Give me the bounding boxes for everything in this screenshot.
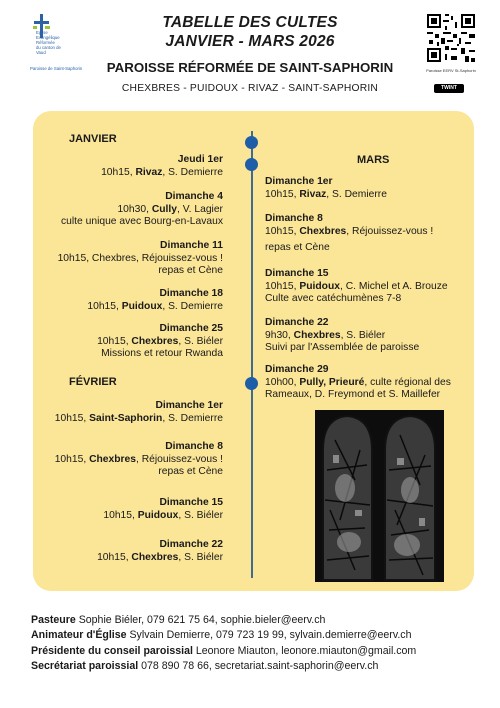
timeline-dot-january	[245, 136, 258, 149]
february-service-3: Dimanche 15 10h15, Puidoux, S. Biéler	[103, 497, 223, 521]
parish-name: PAROISSE RÉFORMÉE DE SAINT-SAPHORIN	[106, 60, 394, 75]
march-service-4: Dimanche 22 9h30, Chexbres, S. Biéler Su…	[265, 317, 420, 353]
eerv-logo: Eglise Evangélique Réformée du canton de…	[24, 14, 84, 74]
contact-animator: Animateur d'Église Sylvain Demierre, 079…	[31, 629, 412, 642]
february-service-2: Dimanche 8 10h15, Chexbres, Réjouissez-v…	[54, 441, 223, 477]
service-day: Dimanche 15	[159, 497, 223, 508]
contact-pastor: Pasteure Sophie Biéler, 079 621 75 64, s…	[31, 614, 326, 626]
february-service-4: Dimanche 22 10h15, Chexbres, S. Biéler	[97, 539, 223, 563]
logo-text: Eglise Evangélique Réformée du canton de…	[36, 30, 61, 55]
month-heading-march: MARS	[357, 154, 390, 166]
month-heading-february: FÉVRIER	[69, 376, 117, 388]
january-service-4: Dimanche 18 10h15, Puidoux, S. Demierre	[87, 288, 223, 312]
contact-president: Présidente du conseil paroissial Leonore…	[31, 644, 417, 657]
service-day: Dimanche 29	[265, 364, 329, 375]
march-service-1: Dimanche 1er 10h15, Rivaz, S. Demierre	[265, 176, 387, 200]
march-service-2: Dimanche 8 10h15, Chexbres, Réjouissez-v…	[265, 213, 434, 253]
march-service-5: Dimanche 29 10h00, Pully, Prieuré, culte…	[265, 364, 451, 400]
month-heading-january: JANVIER	[69, 133, 117, 145]
timeline-line	[251, 131, 253, 578]
timeline-dot-march	[245, 158, 258, 171]
service-day: Dimanche 1er	[155, 400, 223, 411]
cross-icon	[33, 14, 50, 38]
service-day: Dimanche 4	[165, 191, 223, 202]
service-day: Dimanche 25	[159, 323, 223, 334]
contact-secretariat: Secrétariat paroissial 078 890 78 66, se…	[31, 659, 379, 672]
logo-parish: Paroisse de Saint-Saphorin	[30, 66, 83, 71]
page-title: TABELLE DES CULTES	[162, 14, 338, 31]
january-service-5: Dimanche 25 10h15, Chexbres, S. Biéler M…	[97, 323, 223, 359]
service-day: Dimanche 22	[265, 317, 329, 328]
service-day: Dimanche 18	[159, 288, 223, 299]
service-day: Dimanche 11	[160, 240, 223, 251]
stained-glass-window-image	[315, 410, 444, 582]
service-day: Jeudi 1er	[177, 154, 223, 165]
service-day: Dimanche 1er	[265, 176, 333, 187]
timeline-dot-february	[245, 377, 258, 390]
service-day: Dimanche 8	[165, 441, 223, 452]
service-day: Dimanche 8	[265, 213, 323, 224]
villages-list: CHEXBRES - PUIDOUX - RIVAZ - SAINT-SAPHO…	[121, 83, 379, 94]
january-service-2: Dimanche 4 10h30, Cully, V. Lagier culte…	[61, 191, 223, 227]
service-day: Dimanche 22	[159, 539, 223, 550]
page-period: JANVIER - MARS 2026	[165, 33, 335, 50]
service-day: Dimanche 15	[265, 268, 329, 279]
march-service-3: Dimanche 15 10h15, Puidoux, C. Michel et…	[265, 268, 448, 304]
february-service-1: Dimanche 1er 10h15, Saint-Saphorin, S. D…	[54, 400, 223, 424]
january-service-3: Dimanche 11 10h15, Chexbres, Réjouissez-…	[57, 240, 223, 276]
qr-caption: Paroisse EERV St-Saphorin	[426, 68, 476, 73]
qr-code-icon[interactable]	[425, 12, 477, 64]
twint-badge: TWINT	[434, 84, 464, 93]
contacts: Pasteure Sophie Biéler, 079 621 75 64, s…	[31, 613, 416, 674]
january-service-1: Jeudi 1er 10h15, Rivaz, S. Demierre	[101, 154, 223, 178]
